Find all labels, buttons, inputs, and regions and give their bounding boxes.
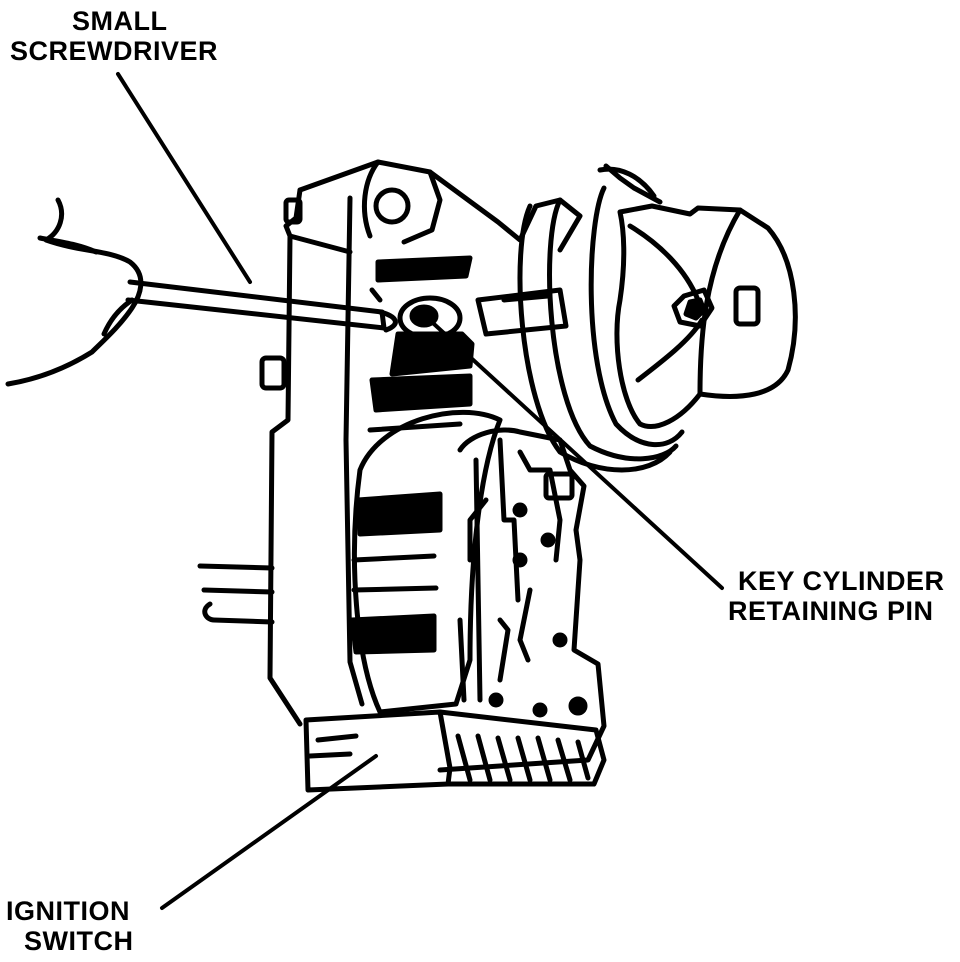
label-small-screwdriver: SMALL SCREWDRIVER: [10, 6, 218, 66]
connector-base: [303, 709, 607, 793]
contact-plate: [437, 427, 607, 773]
label-line: KEY CYLINDER: [738, 566, 945, 596]
leader-lines: [116, 72, 724, 910]
label-line: SMALL: [72, 6, 168, 36]
key-cylinder: [517, 163, 798, 473]
label-ignition-switch: IGNITION SWITCH: [6, 896, 133, 956]
label-line: IGNITION: [6, 896, 130, 926]
label-line: SCREWDRIVER: [10, 36, 219, 66]
hand: [5, 197, 144, 387]
label-line: SWITCH: [24, 926, 134, 956]
screwdriver: [125, 279, 398, 333]
label-line: RETAINING PIN: [728, 596, 934, 626]
switch-drum: [349, 409, 503, 715]
switch-housing: [259, 159, 583, 727]
label-key-cylinder-retaining-pin: KEY CYLINDER RETAINING PIN: [728, 566, 945, 626]
wire-harness: [197, 563, 275, 625]
